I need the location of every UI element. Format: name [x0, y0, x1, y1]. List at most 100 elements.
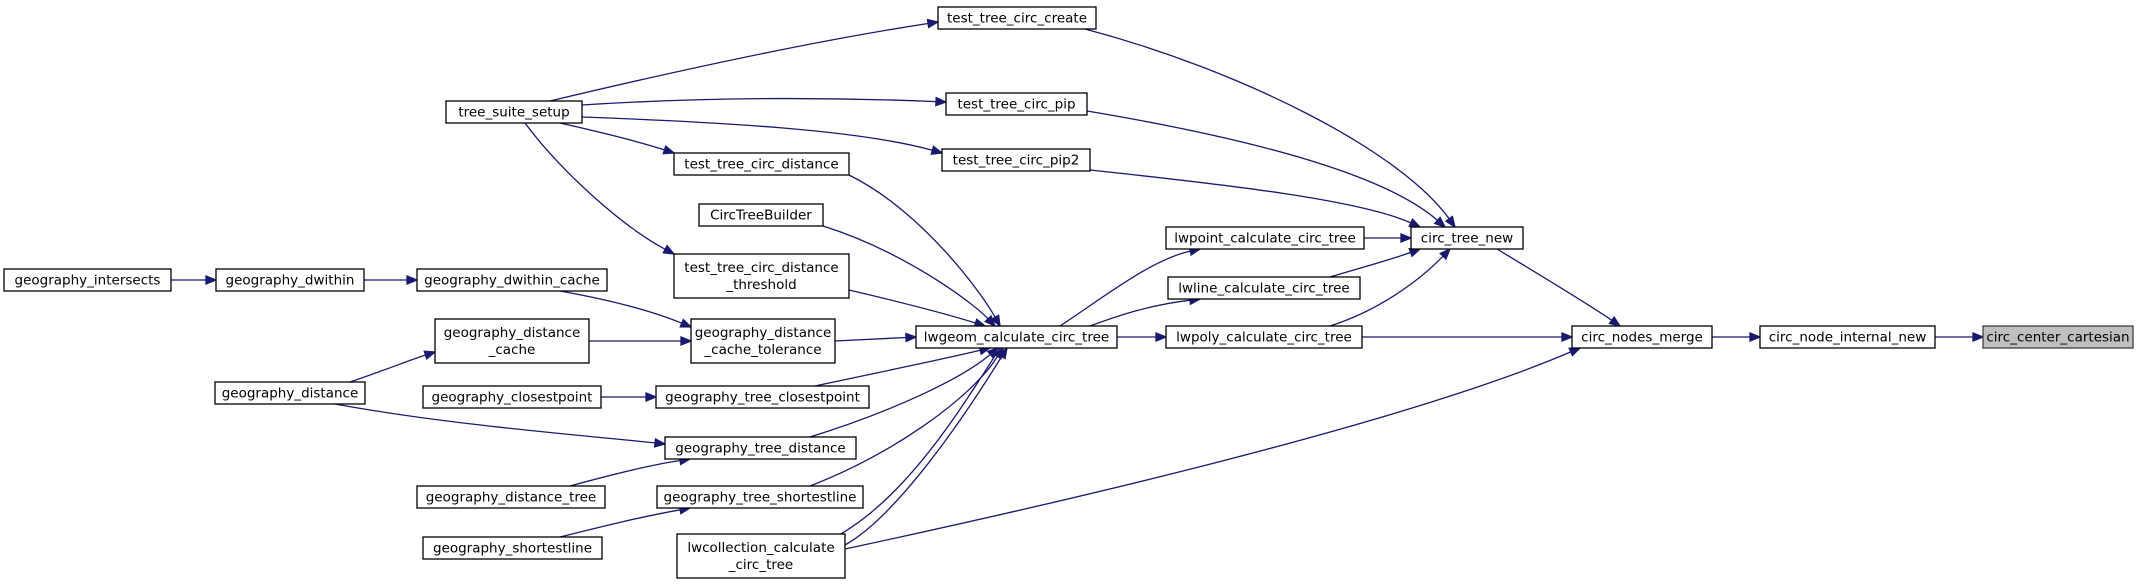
arrowhead-icon [1439, 247, 1452, 261]
edge-geography_closestpoint-to-geography_tree_closestpoint [601, 392, 658, 402]
edge-geography_distance_tree-to-geography_tree_distance [569, 455, 692, 487]
node-test-tree-circ-distance[interactable]: test_tree_circ_distance [673, 152, 850, 176]
edge-line [569, 459, 681, 487]
arrowhead-icon [680, 336, 693, 346]
node-geography-closestpoint[interactable]: geography_closestpoint [422, 385, 602, 409]
edge-line [1059, 250, 1191, 327]
arrowhead-icon [1444, 215, 1457, 229]
edge-tree_suite_setup-to-test_tree_circ_distance_threshold [524, 122, 676, 255]
node-label: geography_distance [222, 386, 359, 402]
node-lwcollection-calculate-circ-tree[interactable]: lwcollection_calculate_circ_tree [676, 533, 846, 579]
node-label: circ_node_internal_new [1769, 330, 1927, 346]
arrowhead-icon [1433, 216, 1447, 229]
node-box [1165, 325, 1363, 349]
node-tree-suite-setup[interactable]: tree_suite_setup [445, 100, 583, 124]
node-label: test_tree_circ_distance [684, 260, 838, 276]
edge-line [1086, 110, 1438, 221]
node-lwpoly-calculate-circ-tree[interactable]: lwpoly_calculate_circ_tree [1165, 325, 1363, 349]
node-box [416, 485, 606, 509]
edge-line [559, 509, 681, 538]
edge-line [549, 22, 929, 102]
edge-geography_tree_shortestline-to-lwgeom_calculate_circ_tree [809, 346, 1004, 487]
arrowhead-icon [1608, 315, 1622, 328]
node-circ-nodes-merge[interactable]: circ_nodes_merge [1571, 325, 1713, 349]
edge-tree_suite_setup-to-test_tree_circ_pip2 [581, 116, 944, 155]
node-geography-tree-shortestline[interactable]: geography_tree_shortestline [656, 485, 864, 509]
node-geography-distance-cache-tolerance[interactable]: geography_distance_cache_tolerance [690, 318, 836, 364]
edge-test_tree_circ_pip-to-circ_tree_new [1086, 110, 1447, 229]
node-box [945, 92, 1088, 116]
arrowhead-icon [653, 437, 667, 448]
node-geography-dwithin-cache[interactable]: geography_dwithin_cache [416, 268, 608, 292]
node-box [690, 318, 836, 364]
edge-geography_distance_cache_tolerance-to-lwgeom_calculate_circ_tree [834, 332, 918, 343]
node-geography-distance-cache[interactable]: geography_distance_cache [434, 318, 590, 364]
node-test-tree-circ-distance-threshold[interactable]: test_tree_circ_distance_threshold [673, 253, 850, 299]
node-label: lwcollection_calculate [687, 540, 834, 556]
node-lwpoint-calculate-circ-tree[interactable]: lwpoint_calculate_circ_tree [1165, 226, 1365, 250]
node-circ-node-internal-new[interactable]: circ_node_internal_new [1759, 325, 1936, 349]
node-box [3, 268, 172, 292]
node-box [1982, 325, 2134, 349]
edge-lwgeom_calculate_circ_tree-to-lwpoly_calculate_circ_tree [1117, 332, 1168, 342]
arrowhead-icon [423, 350, 437, 361]
arrowhead-icon [935, 96, 948, 107]
node-test-tree-circ-pip[interactable]: test_tree_circ_pip [945, 92, 1088, 116]
node-label: lwpoint_calculate_circ_tree [1174, 231, 1356, 247]
node-test-tree-circ-pip2[interactable]: test_tree_circ_pip2 [941, 148, 1091, 172]
arrowhead-icon [1408, 218, 1422, 228]
node-label: geography_dwithin [226, 273, 355, 289]
node-circ-center-cartesian[interactable]: circ_center_cartesian [1982, 325, 2134, 349]
node-test-tree-circ-create[interactable]: test_tree_circ_create [937, 6, 1097, 30]
edge-line [1329, 251, 1411, 278]
arrowhead-icon [1568, 347, 1582, 357]
node-label: test_tree_circ_distance [684, 157, 838, 173]
edge-lwpoint_calculate_circ_tree-to-circ_tree_new [1364, 233, 1413, 243]
edge-line [809, 356, 999, 487]
arrowhead-icon [905, 332, 918, 343]
edge-CircTreeBuilder-to-lwgeom_calculate_circ_tree [822, 225, 997, 328]
edge-line [848, 174, 996, 318]
edge-line [349, 354, 426, 383]
node-geography-tree-closestpoint[interactable]: geography_tree_closestpoint [655, 385, 870, 409]
node-CircTreeBuilder[interactable]: CircTreeBuilder [698, 203, 824, 227]
edge-geography_dwithin_cache-to-geography_distance_cache_tolerance [559, 290, 693, 328]
edge-tree_suite_setup-to-test_tree_circ_distance [559, 122, 676, 155]
node-geography-dwithin[interactable]: geography_dwithin [215, 268, 365, 292]
node-label: geography_distance [444, 325, 581, 341]
node-box [673, 152, 850, 176]
node-geography-shortestline[interactable]: geography_shortestline [422, 536, 603, 560]
edge-line [559, 122, 665, 151]
edge-line [1084, 28, 1450, 220]
node-box [673, 253, 850, 299]
node-geography-distance[interactable]: geography_distance [214, 381, 366, 405]
nodes-layer: circ_center_cartesian circ_node_internal_… [3, 6, 2134, 579]
node-lwgeom-calculate-circ-tree[interactable]: lwgeom_calculate_circ_tree [915, 325, 1118, 349]
node-box [941, 148, 1091, 172]
node-geography-distance-tree[interactable]: geography_distance_tree [416, 485, 606, 509]
node-box [1165, 226, 1365, 250]
arrowhead-icon [406, 275, 419, 285]
node-circ-tree-new[interactable]: circ_tree_new [1410, 226, 1524, 250]
node-label: lwline_calculate_circ_tree [1178, 281, 1349, 297]
arrowhead-icon [662, 144, 676, 155]
edge-geography_intersects-to-geography_dwithin [171, 275, 218, 285]
node-box [656, 485, 864, 509]
edge-line [848, 289, 976, 324]
node-box [1571, 325, 1713, 349]
edge-line [834, 336, 907, 342]
arrowhead-icon [1561, 332, 1574, 342]
node-label: geography_closestpoint [432, 390, 593, 406]
node-geography-tree-distance[interactable]: geography_tree_distance [664, 436, 857, 460]
node-label: _threshold [725, 277, 796, 293]
edge-line [809, 353, 991, 438]
node-box [214, 381, 366, 405]
node-geography-intersects[interactable]: geography_intersects [3, 268, 172, 292]
edge-lwpoly_calculate_circ_tree-to-circ_tree_new [1329, 247, 1452, 327]
edge-line [844, 356, 1003, 546]
node-lwline-calculate-circ-tree[interactable]: lwline_calculate_circ_tree [1167, 276, 1361, 300]
arrowhead-icon [930, 145, 944, 155]
arrowhead-icon [1400, 233, 1413, 243]
node-label: test_tree_circ_pip [957, 97, 1075, 113]
